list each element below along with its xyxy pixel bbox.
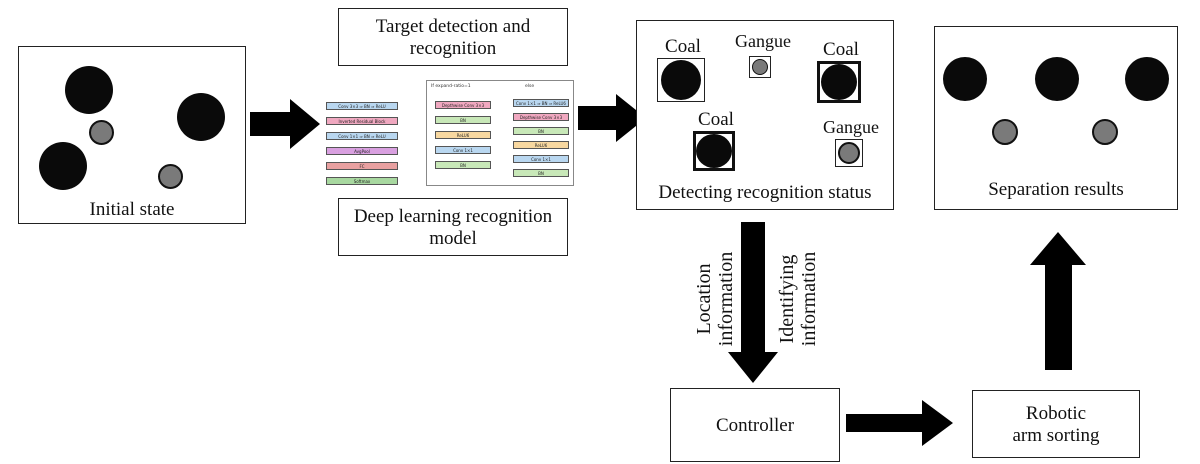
residual-block-detail: If expand-ratio=1 else Depthwise Conv 3×… xyxy=(426,80,574,186)
gangue-piece xyxy=(1092,119,1118,145)
arrow-robot-to-separation xyxy=(1030,232,1086,370)
coal-piece xyxy=(1125,57,1169,101)
architecture-block: Conv 1×1 ⇒ BN ⇒ ReLU xyxy=(326,132,398,140)
controller-label: Controller xyxy=(715,415,795,436)
architecture-block: FC xyxy=(326,162,398,170)
architecture-block: Conv 3×3 ⇒ BN ⇒ ReLU xyxy=(326,102,398,110)
arrow-controller-to-robot xyxy=(846,400,953,446)
architecture-block: Conv 1×1 xyxy=(513,155,569,163)
coal-label: Coal xyxy=(665,36,701,57)
model-architecture-diagram: Conv 3×3 ⇒ BN ⇒ ReLU Inverted Residual Bl… xyxy=(322,80,574,188)
controller-box: Controller xyxy=(670,388,840,462)
gangue-piece xyxy=(752,59,768,75)
architecture-block: BN xyxy=(513,169,569,177)
architecture-block: AvgPool xyxy=(326,147,398,155)
gangue-piece xyxy=(89,120,114,145)
coal-piece xyxy=(696,134,732,168)
arrow-initial-to-model xyxy=(250,99,320,149)
architecture-block: Conv 1×1 ⇒ BN ⇒ ReLU6 xyxy=(513,99,569,107)
coal-piece xyxy=(39,142,87,190)
gangue-bounding-box xyxy=(749,56,771,78)
branch2-title: else xyxy=(525,84,535,89)
architecture-block: ReLU6 xyxy=(435,131,491,139)
initial-state-label: Initial state xyxy=(89,199,175,220)
separation-results-box: Separation results xyxy=(934,26,1178,210)
architecture-block: ReLU6 xyxy=(513,141,569,149)
detection-status-label: Detecting recognition status xyxy=(658,182,872,203)
architecture-block: Depthwise Conv 3×3 xyxy=(435,101,491,109)
architecture-block: Softmax xyxy=(326,177,398,185)
coal-bounding-box xyxy=(817,61,861,103)
architecture-block: Inverted Residual Block xyxy=(326,117,398,125)
coal-piece xyxy=(65,66,113,114)
gangue-piece xyxy=(158,164,183,189)
architecture-block: BN xyxy=(513,127,569,135)
coal-label: Coal xyxy=(698,109,734,130)
coal-label: Coal xyxy=(823,39,859,60)
coal-bounding-box xyxy=(693,131,735,171)
gangue-piece xyxy=(992,119,1018,145)
architecture-block: BN xyxy=(435,161,491,169)
architecture-block: Depthwise Conv 3×3 xyxy=(513,113,569,121)
architecture-block: BN xyxy=(435,116,491,124)
initial-state-box: Initial state xyxy=(18,46,246,224)
coal-piece xyxy=(661,60,701,100)
coal-piece xyxy=(821,64,857,100)
coal-piece xyxy=(177,93,225,141)
arrow-detect-to-controller xyxy=(728,222,778,383)
arrow-model-to-detect xyxy=(578,94,646,142)
branch1-title: If expand-ratio=1 xyxy=(431,84,471,89)
architecture-block: Conv 1×1 xyxy=(435,146,491,154)
separation-results-label: Separation results xyxy=(988,179,1124,200)
gangue-label: Gangue xyxy=(735,31,791,51)
gangue-label: Gangue xyxy=(823,117,879,137)
coal-bounding-box xyxy=(657,58,705,102)
gangue-piece xyxy=(838,142,860,164)
coal-piece xyxy=(1035,57,1079,101)
coal-piece xyxy=(943,57,987,101)
detection-status-box: Coal Gangue Coal Coal Gangue Detecting r… xyxy=(636,20,894,210)
gangue-bounding-box xyxy=(835,139,863,167)
